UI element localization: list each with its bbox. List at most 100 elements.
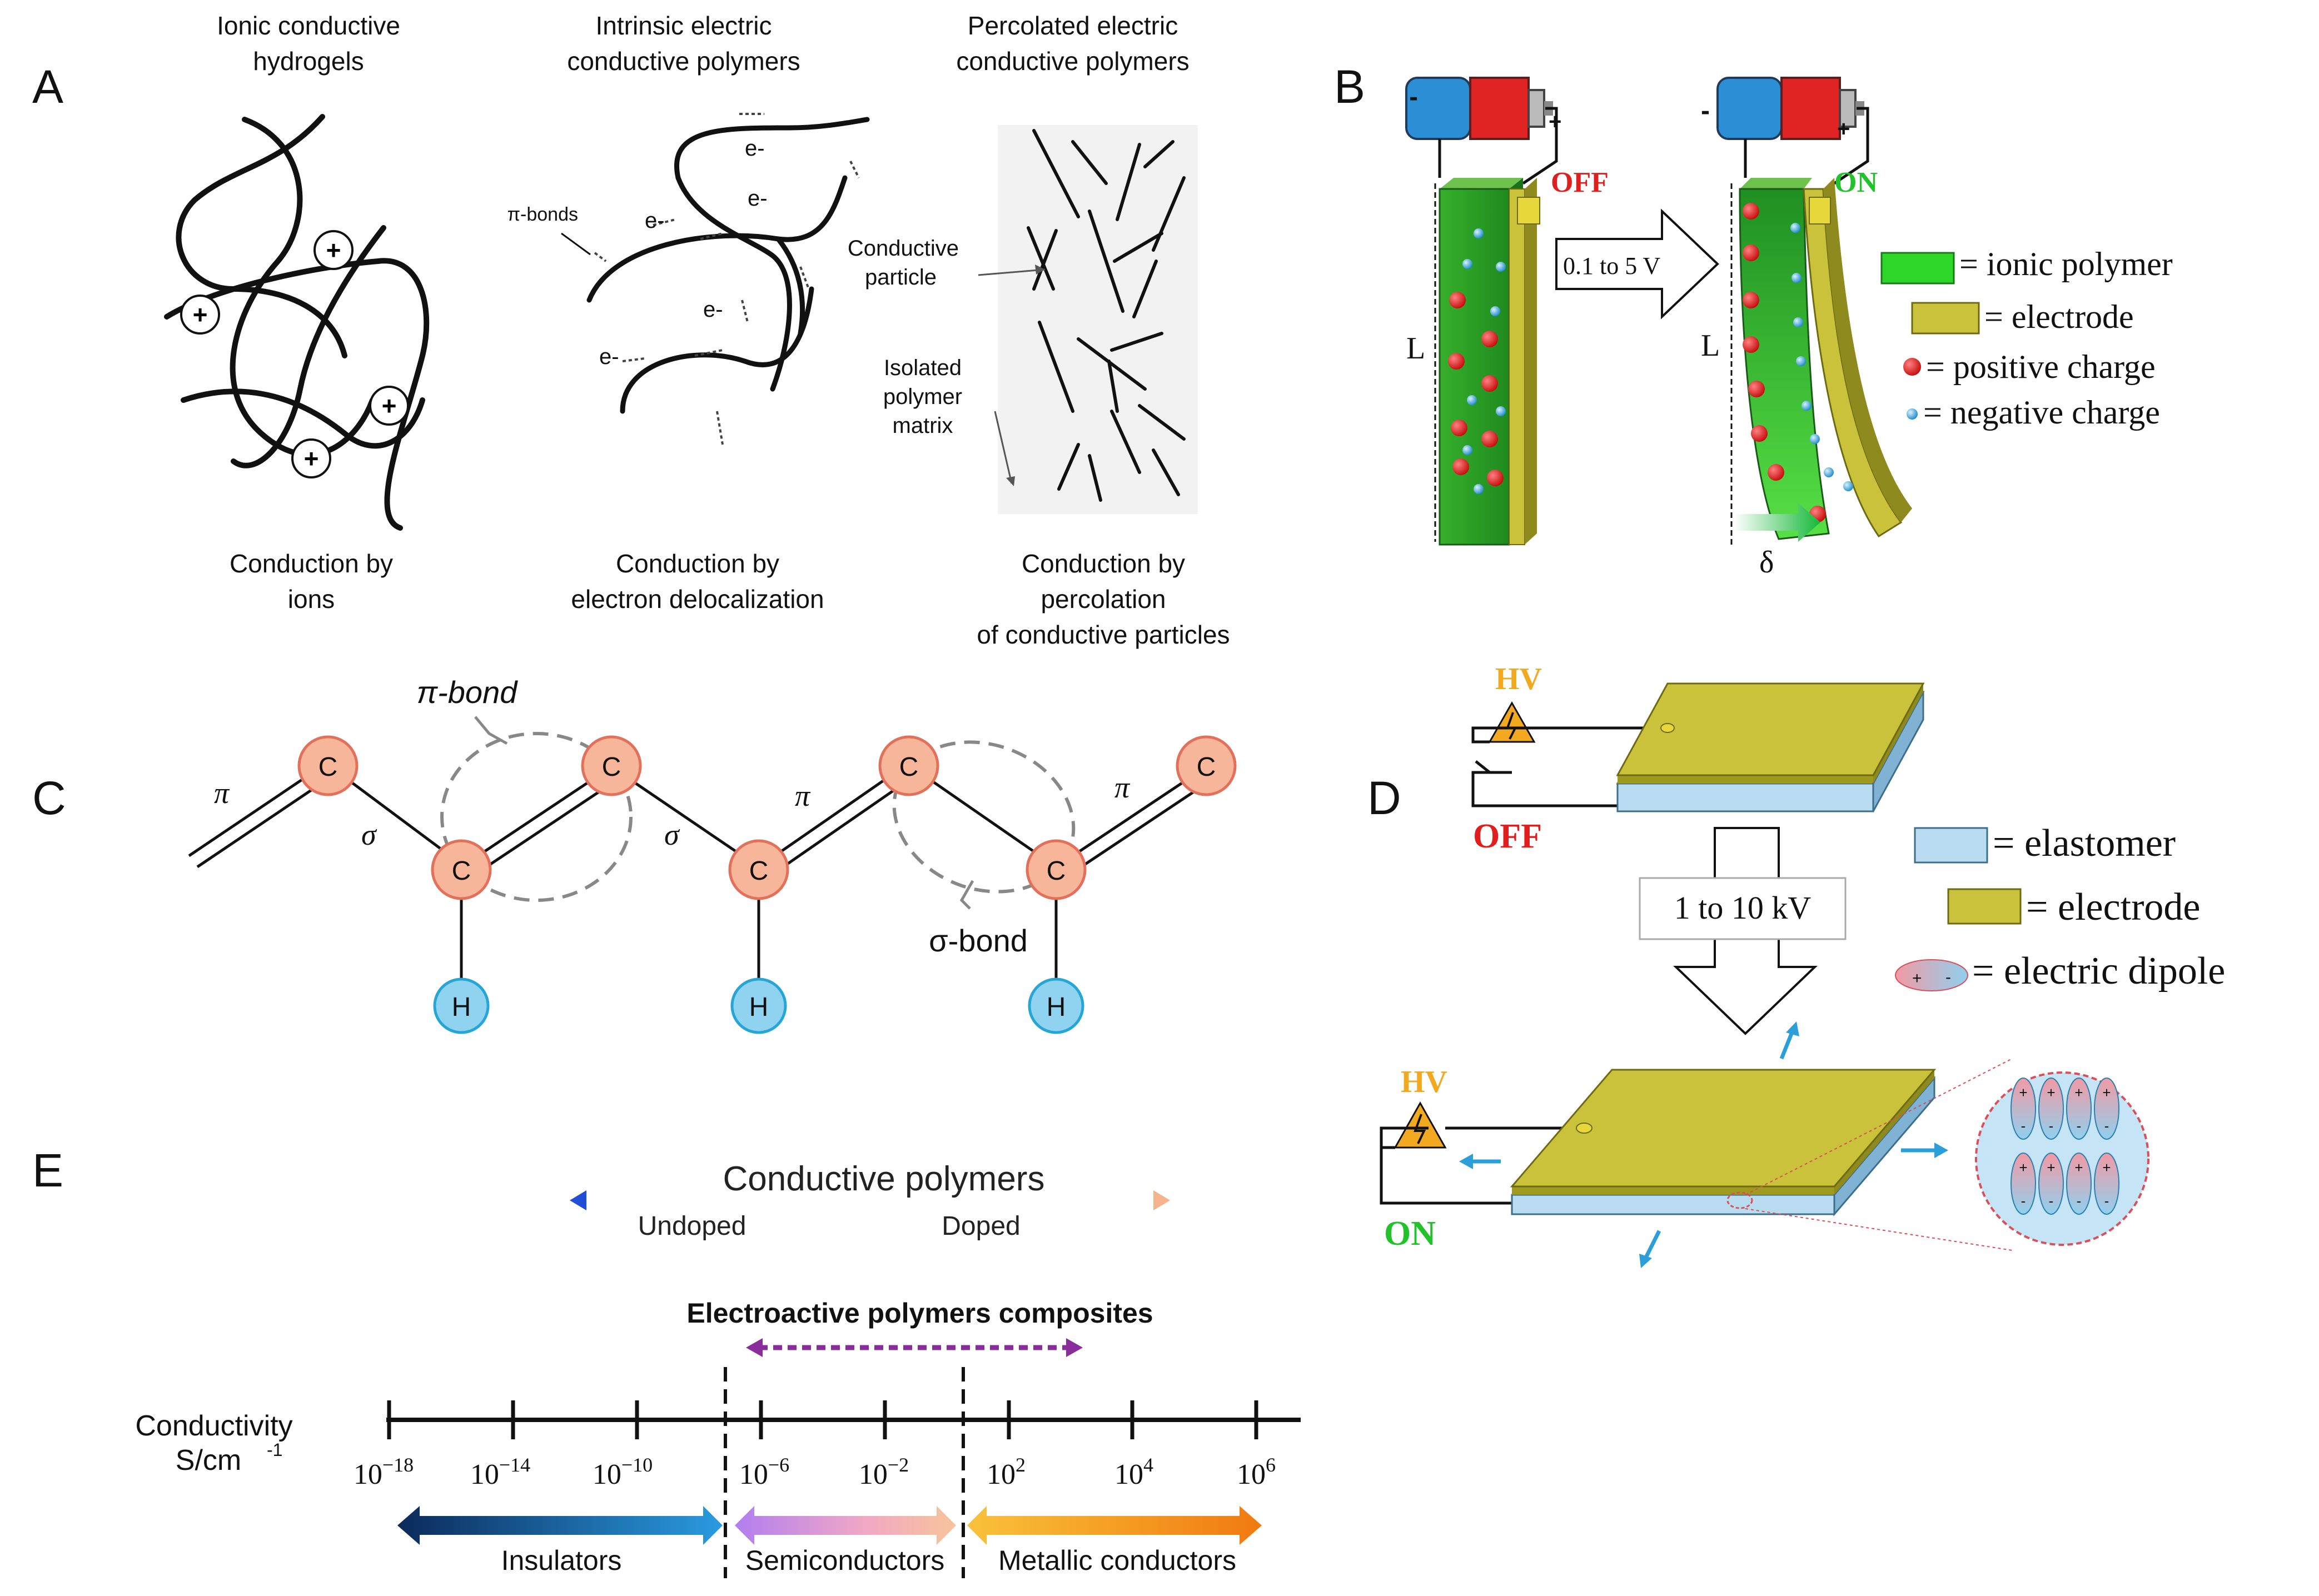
axis-label-line2: S/cm <box>176 1444 241 1477</box>
pi-bond-dots <box>594 113 860 445</box>
particle-label-line2: particle <box>865 265 937 290</box>
legend-electrode-b-swatch <box>1911 302 1980 335</box>
pi-bond-pointer <box>474 716 508 745</box>
svg-text:-: - <box>2049 1193 2054 1209</box>
legend-positive-swatch <box>1903 358 1921 376</box>
ion-4 <box>291 438 331 478</box>
legend-electric-dipole: = electric dipole <box>1972 950 2225 992</box>
pi-symbol-3: π <box>1114 771 1131 804</box>
undoped-label: Undoped <box>638 1211 747 1241</box>
intrinsic-title-line1: Intrinsic electric <box>596 11 772 40</box>
legend-elastomer-swatch <box>1914 827 1988 864</box>
insulators-band <box>397 1506 723 1545</box>
semiconductors-band <box>735 1506 956 1545</box>
composites-arrowhead-right <box>1066 1338 1083 1357</box>
svg-text:+: + <box>2102 1159 2111 1176</box>
sigma-symbol-2: σ <box>664 818 680 851</box>
switch-d-off <box>1475 760 1491 774</box>
electron-label-2: e- <box>748 186 768 211</box>
carbon-label-3: C <box>602 752 621 782</box>
carbon-label-5: C <box>899 752 919 782</box>
legend-ionic-polymer-swatch <box>1880 252 1955 285</box>
tick-label: 10−10 <box>593 1454 653 1490</box>
hydrogen-label-3: H <box>1047 992 1066 1022</box>
carbon-atoms <box>297 735 1237 900</box>
ion-4-symbol: + <box>304 444 319 473</box>
svg-text:-: - <box>2104 1118 2109 1134</box>
percolated-caption-line1: Conduction by <box>1022 549 1185 578</box>
hydrogel-ions: + + + + <box>180 230 409 478</box>
voltage-d-label: 1 to 10 kV <box>1674 890 1812 926</box>
legend-electrode-d-swatch <box>1947 888 2022 925</box>
ion-2-symbol: + <box>193 300 208 329</box>
percolated-title-line1: Percolated electric <box>968 11 1178 40</box>
panel-b: B - + <box>1334 61 2173 580</box>
pi-symbol-1: π <box>214 776 230 810</box>
svg-text:+: + <box>2047 1084 2055 1101</box>
legend-dipole-swatch <box>1895 959 1968 991</box>
panel-a-letter: A <box>32 61 63 113</box>
percolated-caption-line3: of conductive particles <box>977 620 1230 649</box>
tick-label: 106 <box>1237 1454 1276 1490</box>
pi-symbol-2: π <box>795 779 811 812</box>
hv-off-label: HV <box>1495 662 1542 696</box>
voltage-d-box <box>1639 877 1847 940</box>
svg-text:-: - <box>2104 1193 2109 1209</box>
matrix-pointer-head <box>1006 476 1015 486</box>
sigma-symbol-1: σ <box>361 818 377 851</box>
tick-label: 10−14 <box>470 1454 530 1490</box>
panel-a: A Ionic conductive hydrogels + + + + Con… <box>32 11 1230 649</box>
wire-d-off-bottom <box>1471 771 1618 807</box>
legend-negative-charge: = negative charge <box>1923 394 2160 431</box>
sigma-bond-label: σ-bond <box>929 923 1028 958</box>
expansion-arrows <box>1459 1021 1948 1268</box>
carbon-label-1: C <box>319 752 338 782</box>
insulators-label: Insulators <box>501 1545 622 1576</box>
conductive-polymers-label: Conductive polymers <box>723 1160 1045 1198</box>
b-on-label: ON <box>1834 167 1878 198</box>
wire-on-right <box>1833 107 1869 185</box>
battery-off-minus: - <box>1409 82 1418 112</box>
voltage-b-label: 0.1 to 5 V <box>1563 252 1660 280</box>
sigma-bond-pointer <box>959 880 974 910</box>
svg-text:+: + <box>2019 1084 2027 1101</box>
svg-text:-: - <box>2077 1118 2082 1134</box>
electron-label-1: e- <box>745 136 765 161</box>
panel-c-letter: C <box>32 772 66 824</box>
d-off-label: OFF <box>1473 817 1542 855</box>
legend-positive-charge: = positive charge <box>1926 348 2156 385</box>
legend-electrode-d: = electrode <box>2026 886 2200 929</box>
battery-on-minus: - <box>1701 96 1710 126</box>
svg-text:-: - <box>2077 1193 2082 1209</box>
panel-e: E Conductive polymers Undoped Doped Elec… <box>32 1144 1301 1578</box>
legend-negative-swatch <box>1907 408 1918 420</box>
hydrogels-caption-line1: Conduction by <box>230 549 393 578</box>
particle-pointer-head <box>1035 265 1045 275</box>
hv-off-icon <box>1488 701 1536 743</box>
ion-1-symbol: + <box>326 236 341 265</box>
actuator-d-off <box>1616 682 1925 812</box>
panel-b-letter: B <box>1334 61 1365 113</box>
length-label-on: L <box>1701 328 1720 363</box>
legend-dipole-plus: + <box>1912 969 1922 987</box>
conductive-particles <box>1027 129 1186 502</box>
intrinsic-caption-line2: electron delocalization <box>571 585 824 614</box>
legend-electrode-b: = electrode <box>1984 298 2134 335</box>
panel-c: C π-bond σ-bond π σ σ π π <box>32 675 1237 1034</box>
carbon-label-6: C <box>1047 856 1066 886</box>
axis-label-exp: -1 <box>267 1440 282 1460</box>
carbon-label-2: C <box>452 856 471 886</box>
legend-dipole-minus: - <box>1945 968 1951 986</box>
svg-text:-: - <box>2021 1118 2026 1134</box>
doped-arrowhead <box>1153 1190 1170 1210</box>
electron-label-5: e- <box>599 345 619 369</box>
percolated-title-line2: conductive polymers <box>956 47 1189 76</box>
svg-text:+: + <box>2074 1159 2083 1176</box>
deflection-arrow <box>1734 503 1820 542</box>
panel-e-letter: E <box>32 1144 63 1196</box>
doped-label: Doped <box>942 1211 1020 1241</box>
electron-label-3: e- <box>645 208 665 233</box>
pi-bond-highlight <box>440 732 633 902</box>
hv-on-label: HV <box>1401 1065 1447 1099</box>
